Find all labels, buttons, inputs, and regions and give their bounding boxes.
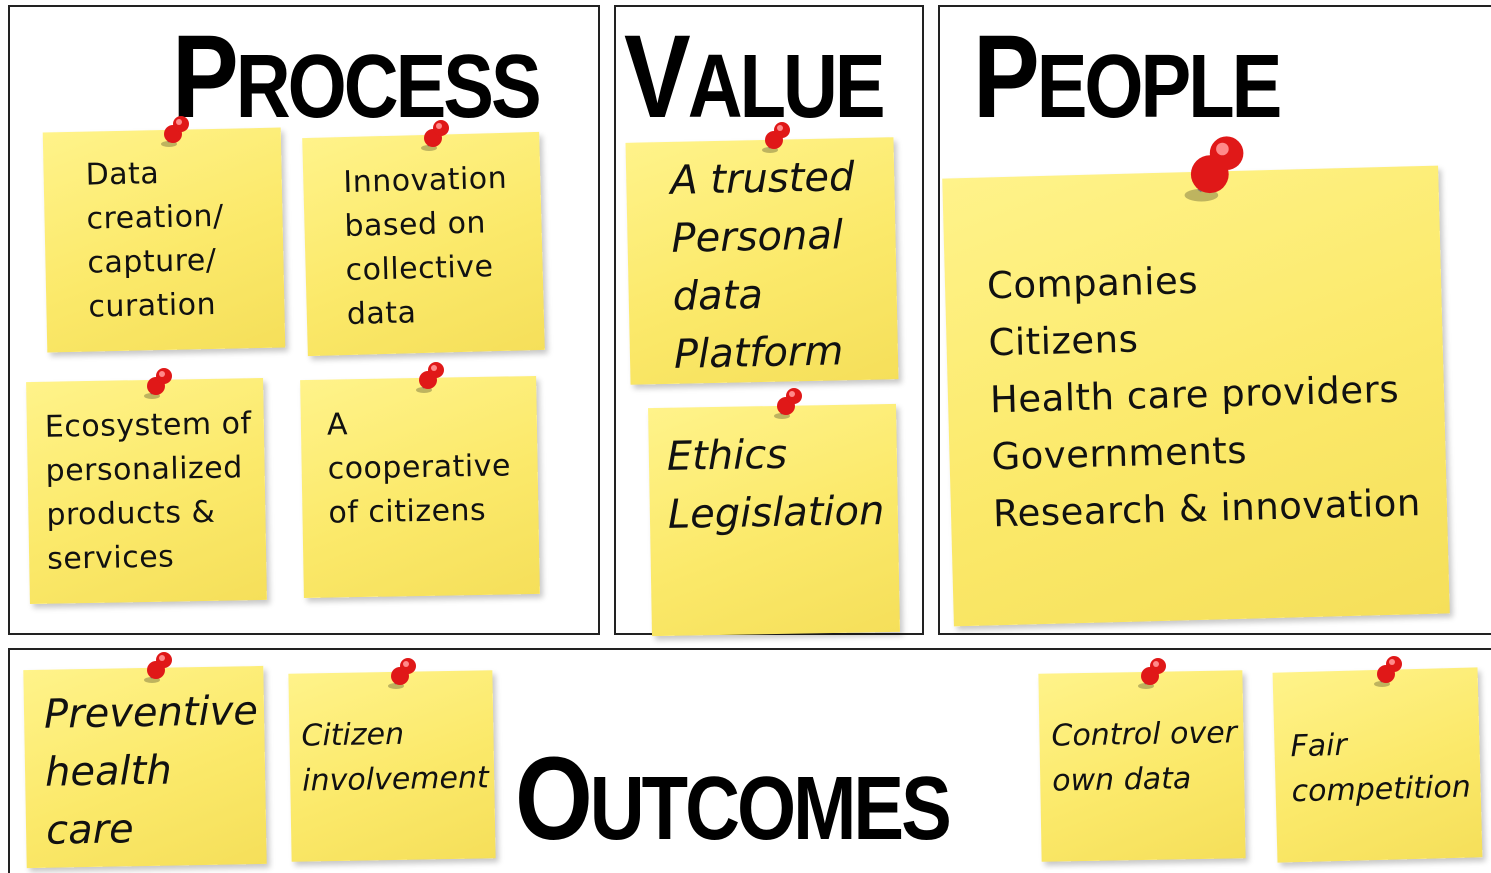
pushpin-icon (421, 120, 449, 151)
pushpin-icon (774, 388, 802, 419)
note-text: Control over own data (1051, 715, 1238, 799)
pushpin-icon (144, 652, 172, 683)
note-text: Ethics Legislation (666, 431, 885, 538)
value-heading-initial: V (624, 10, 691, 144)
value-heading: VALUE (624, 18, 886, 138)
outcomes-heading-initial: O (515, 732, 593, 866)
outcome-note-fair-competition: Fair competition (1272, 667, 1483, 863)
note-text: Innovation based on collective data (342, 160, 508, 333)
process-heading: PROCESS (172, 18, 542, 138)
pushpin-icon (388, 658, 416, 689)
value-note-ethics: Ethics Legislation (648, 403, 900, 637)
people-note-stakeholders: Companies Citizens Health care providers… (942, 165, 1450, 627)
outcomes-heading-rest: UTCOMES (589, 758, 952, 860)
pushpin-icon (1138, 658, 1166, 689)
note-text: Fair competition (1290, 727, 1472, 810)
pushpin-icon (1374, 656, 1402, 687)
outcome-note-control-data: Control over own data (1038, 670, 1246, 862)
note-text: Companies Citizens Health care providers… (986, 258, 1422, 536)
process-note-cooperative: A cooperative of citizens (300, 375, 540, 599)
value-heading-rest: ALUE (687, 36, 886, 138)
value-note-trusted-platform: A trusted Personal data Platform (625, 137, 899, 385)
note-text: Citizen involvement (301, 716, 489, 799)
people-heading-initial: P (973, 10, 1040, 144)
note-text: Data creation/ capture/ curation (85, 156, 224, 325)
outcomes-heading: OUTCOMES (515, 740, 952, 860)
people-heading: PEOPLE (973, 18, 1283, 138)
outcome-note-preventive: Preventive health care (23, 665, 267, 869)
note-text: A trusted Personal data Platform (669, 154, 855, 378)
pushpin-icon (416, 362, 444, 393)
people-heading-rest: EOPLE (1036, 36, 1283, 138)
process-note-innovation: Innovation based on collective data (302, 131, 545, 357)
pushpin-icon (144, 368, 172, 399)
note-text: Ecosystem of personalized products & ser… (44, 406, 252, 577)
pushpin-icon (762, 122, 790, 153)
process-note-ecosystem: Ecosystem of personalized products & ser… (26, 377, 267, 605)
note-text: Preventive health care (43, 688, 259, 854)
note-text: A cooperative of citizens (326, 407, 512, 531)
process-heading-rest: ROCESS (235, 36, 542, 138)
outcome-note-citizen-involvement: Citizen involvement (288, 670, 496, 862)
pushpin-icon (1184, 136, 1244, 202)
pushpin-icon (161, 116, 189, 147)
process-note-data-creation: Data creation/ capture/ curation (42, 127, 286, 353)
